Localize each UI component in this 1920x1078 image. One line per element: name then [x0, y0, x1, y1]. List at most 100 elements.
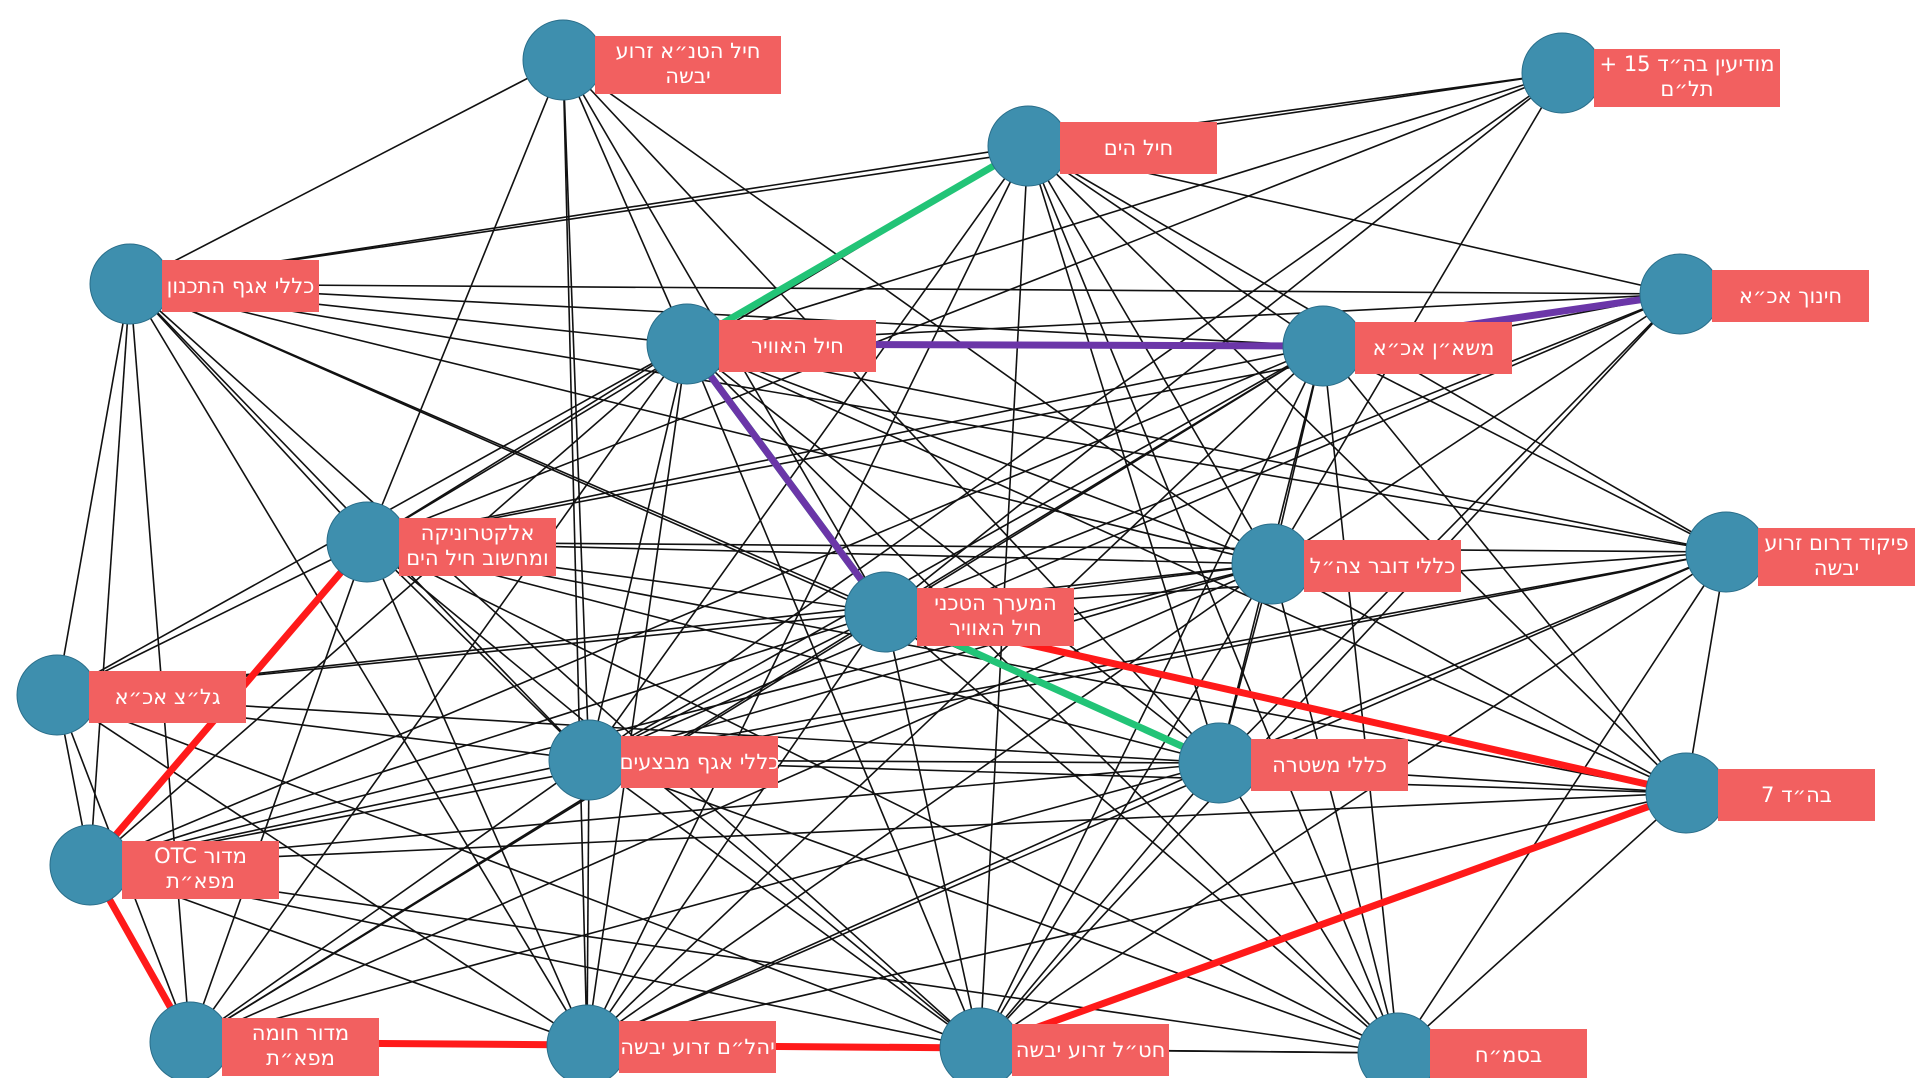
node-mivtzaim[interactable]: כללי אגף מבצעים: [548, 719, 779, 801]
node-label-line: מפא״ת: [166, 869, 235, 893]
edge-mivtzaim-yahalam: [586, 759, 590, 1046]
node-circle[interactable]: [16, 654, 98, 736]
edge-hinuch-maarach: [884, 293, 1681, 613]
node-label: חינוך אכ״א: [1739, 284, 1842, 308]
edge-hinuch-dover: [1271, 293, 1681, 565]
node-label-box: [1758, 528, 1915, 586]
edge-tichnun-homa: [129, 283, 191, 1043]
node-label-box: [1594, 49, 1780, 107]
node-label-line: חיל האוויר: [949, 616, 1042, 640]
edge-galatz-yahalam: [56, 694, 588, 1046]
edge-darom-otc: [89, 551, 1727, 866]
node-hatal[interactable]: חט״ל זרוע יבשה: [939, 1007, 1169, 1078]
node-yam[interactable]: חיל הים: [987, 105, 1217, 187]
node-basmach[interactable]: בסמ״ח: [1357, 1012, 1587, 1078]
node-label-box: [122, 841, 279, 899]
edge-electronika-mishtara: [366, 541, 1220, 764]
edge-electronika-darom: [366, 541, 1727, 553]
edge-mashan-darom: [1322, 345, 1727, 553]
node-label-line: יבשה: [665, 64, 710, 88]
node-circle[interactable]: [1639, 253, 1721, 335]
node-label-box: [222, 1018, 379, 1076]
node-circle[interactable]: [1178, 722, 1260, 804]
node-label-line: חינוך אכ״א: [1739, 284, 1842, 308]
edge-avir-homa: [189, 343, 688, 1043]
edge-mashan-otc: [89, 345, 1324, 866]
node-circle[interactable]: [1231, 523, 1313, 605]
node-circle[interactable]: [89, 243, 171, 325]
node-hinuch[interactable]: חינוך אכ״א: [1639, 253, 1869, 335]
node-circle[interactable]: [646, 303, 728, 385]
edge-yam-yahalam: [586, 145, 1029, 1046]
edge-electronika-bahad7: [366, 541, 1687, 794]
edge-galatz-mishtara: [56, 694, 1220, 764]
node-dover[interactable]: כללי דובר צה״ל: [1231, 523, 1461, 605]
edge-tichnun-electronika: [129, 283, 368, 543]
edge-mashan-basmach: [1322, 345, 1399, 1054]
edges-layer: [56, 59, 1727, 1054]
node-label: חט״ל זרוע יבשה: [1016, 1038, 1166, 1062]
edge-maarach-yahalam: [586, 611, 886, 1046]
node-label-line: בה״ד 7: [1761, 783, 1832, 807]
node-circle[interactable]: [548, 719, 630, 801]
node-mishtara[interactable]: כללי משטרה: [1178, 722, 1408, 804]
edge-dover-galatz: [56, 563, 1273, 696]
node-circle[interactable]: [987, 105, 1069, 187]
node-avir[interactable]: חיל האוויר: [646, 303, 876, 385]
node-tichnun[interactable]: כללי אגף התכנון: [89, 243, 319, 325]
node-label-box: [1718, 769, 1875, 821]
node-bahad7[interactable]: בה״ד 7: [1645, 752, 1875, 834]
node-circle[interactable]: [1282, 305, 1364, 387]
node-label: חיל האוויר: [751, 334, 844, 358]
node-circle[interactable]: [546, 1004, 628, 1078]
edge-maarach-hatal: [884, 611, 981, 1049]
node-label-box: [1251, 739, 1408, 791]
edge-electronika-yahalam: [366, 541, 588, 1046]
node-yahalam[interactable]: יהל״ם זרוע יבשה: [546, 1004, 776, 1078]
edge-yam-dover: [1027, 145, 1273, 565]
edge-avir-hatal: [686, 343, 981, 1049]
edge-tichnun-darom: [129, 283, 1727, 553]
node-circle[interactable]: [522, 19, 604, 101]
node-label-line: ומחשוב חיל הים: [406, 546, 549, 570]
edge-tichnun-galatz: [56, 283, 131, 696]
node-circle[interactable]: [1645, 752, 1727, 834]
edge-darom-basmach: [1397, 551, 1727, 1054]
node-label-line: בסמ״ח: [1475, 1043, 1542, 1067]
node-label: מודיעין בה״ד 15 +תל״ם: [1600, 52, 1775, 101]
node-label: משא״ן אכ״א: [1373, 336, 1495, 360]
node-circle[interactable]: [149, 1001, 231, 1078]
node-circle[interactable]: [1357, 1012, 1439, 1078]
node-circle[interactable]: [1521, 32, 1603, 114]
node-circle[interactable]: [1685, 511, 1767, 593]
node-label-box: [162, 260, 319, 312]
edge-yam-mivtzaim: [588, 145, 1029, 761]
node-label-box: [917, 588, 1074, 646]
edge-tana-yahalam: [562, 59, 588, 1046]
edge-maarach-otc: [89, 611, 886, 866]
node-label-line: תל״ם: [1660, 77, 1713, 101]
node-circle[interactable]: [326, 501, 408, 583]
edge-hinuch-hatal: [979, 293, 1681, 1049]
node-label-line: משא״ן אכ״א: [1373, 336, 1495, 360]
node-modiin15[interactable]: מודיעין בה״ד 15 +תל״ם: [1521, 32, 1780, 114]
edge-darom-bahad7: [1685, 551, 1727, 794]
edge-mashan-hatal: [979, 345, 1324, 1049]
node-circle[interactable]: [49, 824, 131, 906]
node-mashan[interactable]: משא״ן אכ״א: [1282, 305, 1512, 387]
node-galatz[interactable]: גל״צ אכ״א: [16, 654, 246, 736]
node-label-box: [1060, 122, 1217, 174]
node-label: בסמ״ח: [1475, 1043, 1542, 1067]
node-label-box: [719, 320, 876, 372]
node-circle[interactable]: [844, 571, 926, 653]
node-label-line: מפא״ת: [266, 1046, 335, 1070]
edge-mishtara-yahalam: [586, 762, 1220, 1046]
